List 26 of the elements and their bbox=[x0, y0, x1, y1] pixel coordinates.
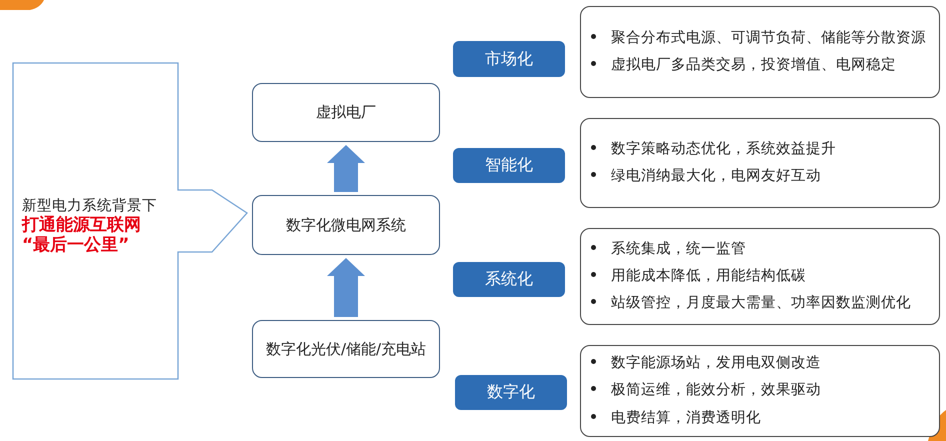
bullet-list-card bbox=[580, 118, 940, 208]
process-box: 数字化微电网系统 bbox=[252, 195, 440, 255]
block-arrow bbox=[327, 258, 365, 317]
bullet-text: 用能成本降低，用能结构低碳 bbox=[611, 266, 806, 286]
heading-text: 新型电力系统背景下 bbox=[22, 196, 158, 215]
highlight-text: 打通能源互联网 “最后一公里” bbox=[22, 215, 142, 256]
bullet-text: 数字能源场站，发用电双侧改造 bbox=[611, 354, 821, 374]
bullet-text: 站级管控，月度最大需量、功率因数监测优化 bbox=[611, 294, 911, 313]
category-label: 系统化 bbox=[453, 262, 565, 297]
bullet-text: 电费结算，消费透明化 bbox=[611, 408, 761, 428]
arrow-shape bbox=[12, 62, 248, 380]
bullet-text: 数字策略动态优化，系统效益提升 bbox=[611, 140, 836, 159]
category-label: 市场化 bbox=[453, 41, 565, 77]
process-box: 数字化光伏/储能/充电站 bbox=[252, 320, 440, 378]
bullet-text: 极简运维，能效分析，效果驱动 bbox=[611, 380, 821, 400]
bullet-list-card bbox=[580, 228, 940, 325]
bullet-text: 绿电消纳最大化，电网友好互动 bbox=[611, 167, 821, 186]
category-label: 数字化 bbox=[455, 375, 567, 410]
bullet-text: 虚拟电厂多品类交易，投资增值、电网稳定 bbox=[611, 56, 896, 75]
bullet-list-card bbox=[580, 6, 940, 98]
bullet-text: 系统集成，统一监管 bbox=[611, 240, 746, 259]
process-box: 虚拟电厂 bbox=[252, 83, 440, 142]
block-arrow bbox=[327, 145, 365, 192]
bullet-text: 聚合分布式电源、可调节负荷、储能等分散资源 bbox=[611, 28, 926, 48]
bullet-list-card bbox=[580, 345, 940, 437]
category-label: 智能化 bbox=[453, 148, 565, 183]
